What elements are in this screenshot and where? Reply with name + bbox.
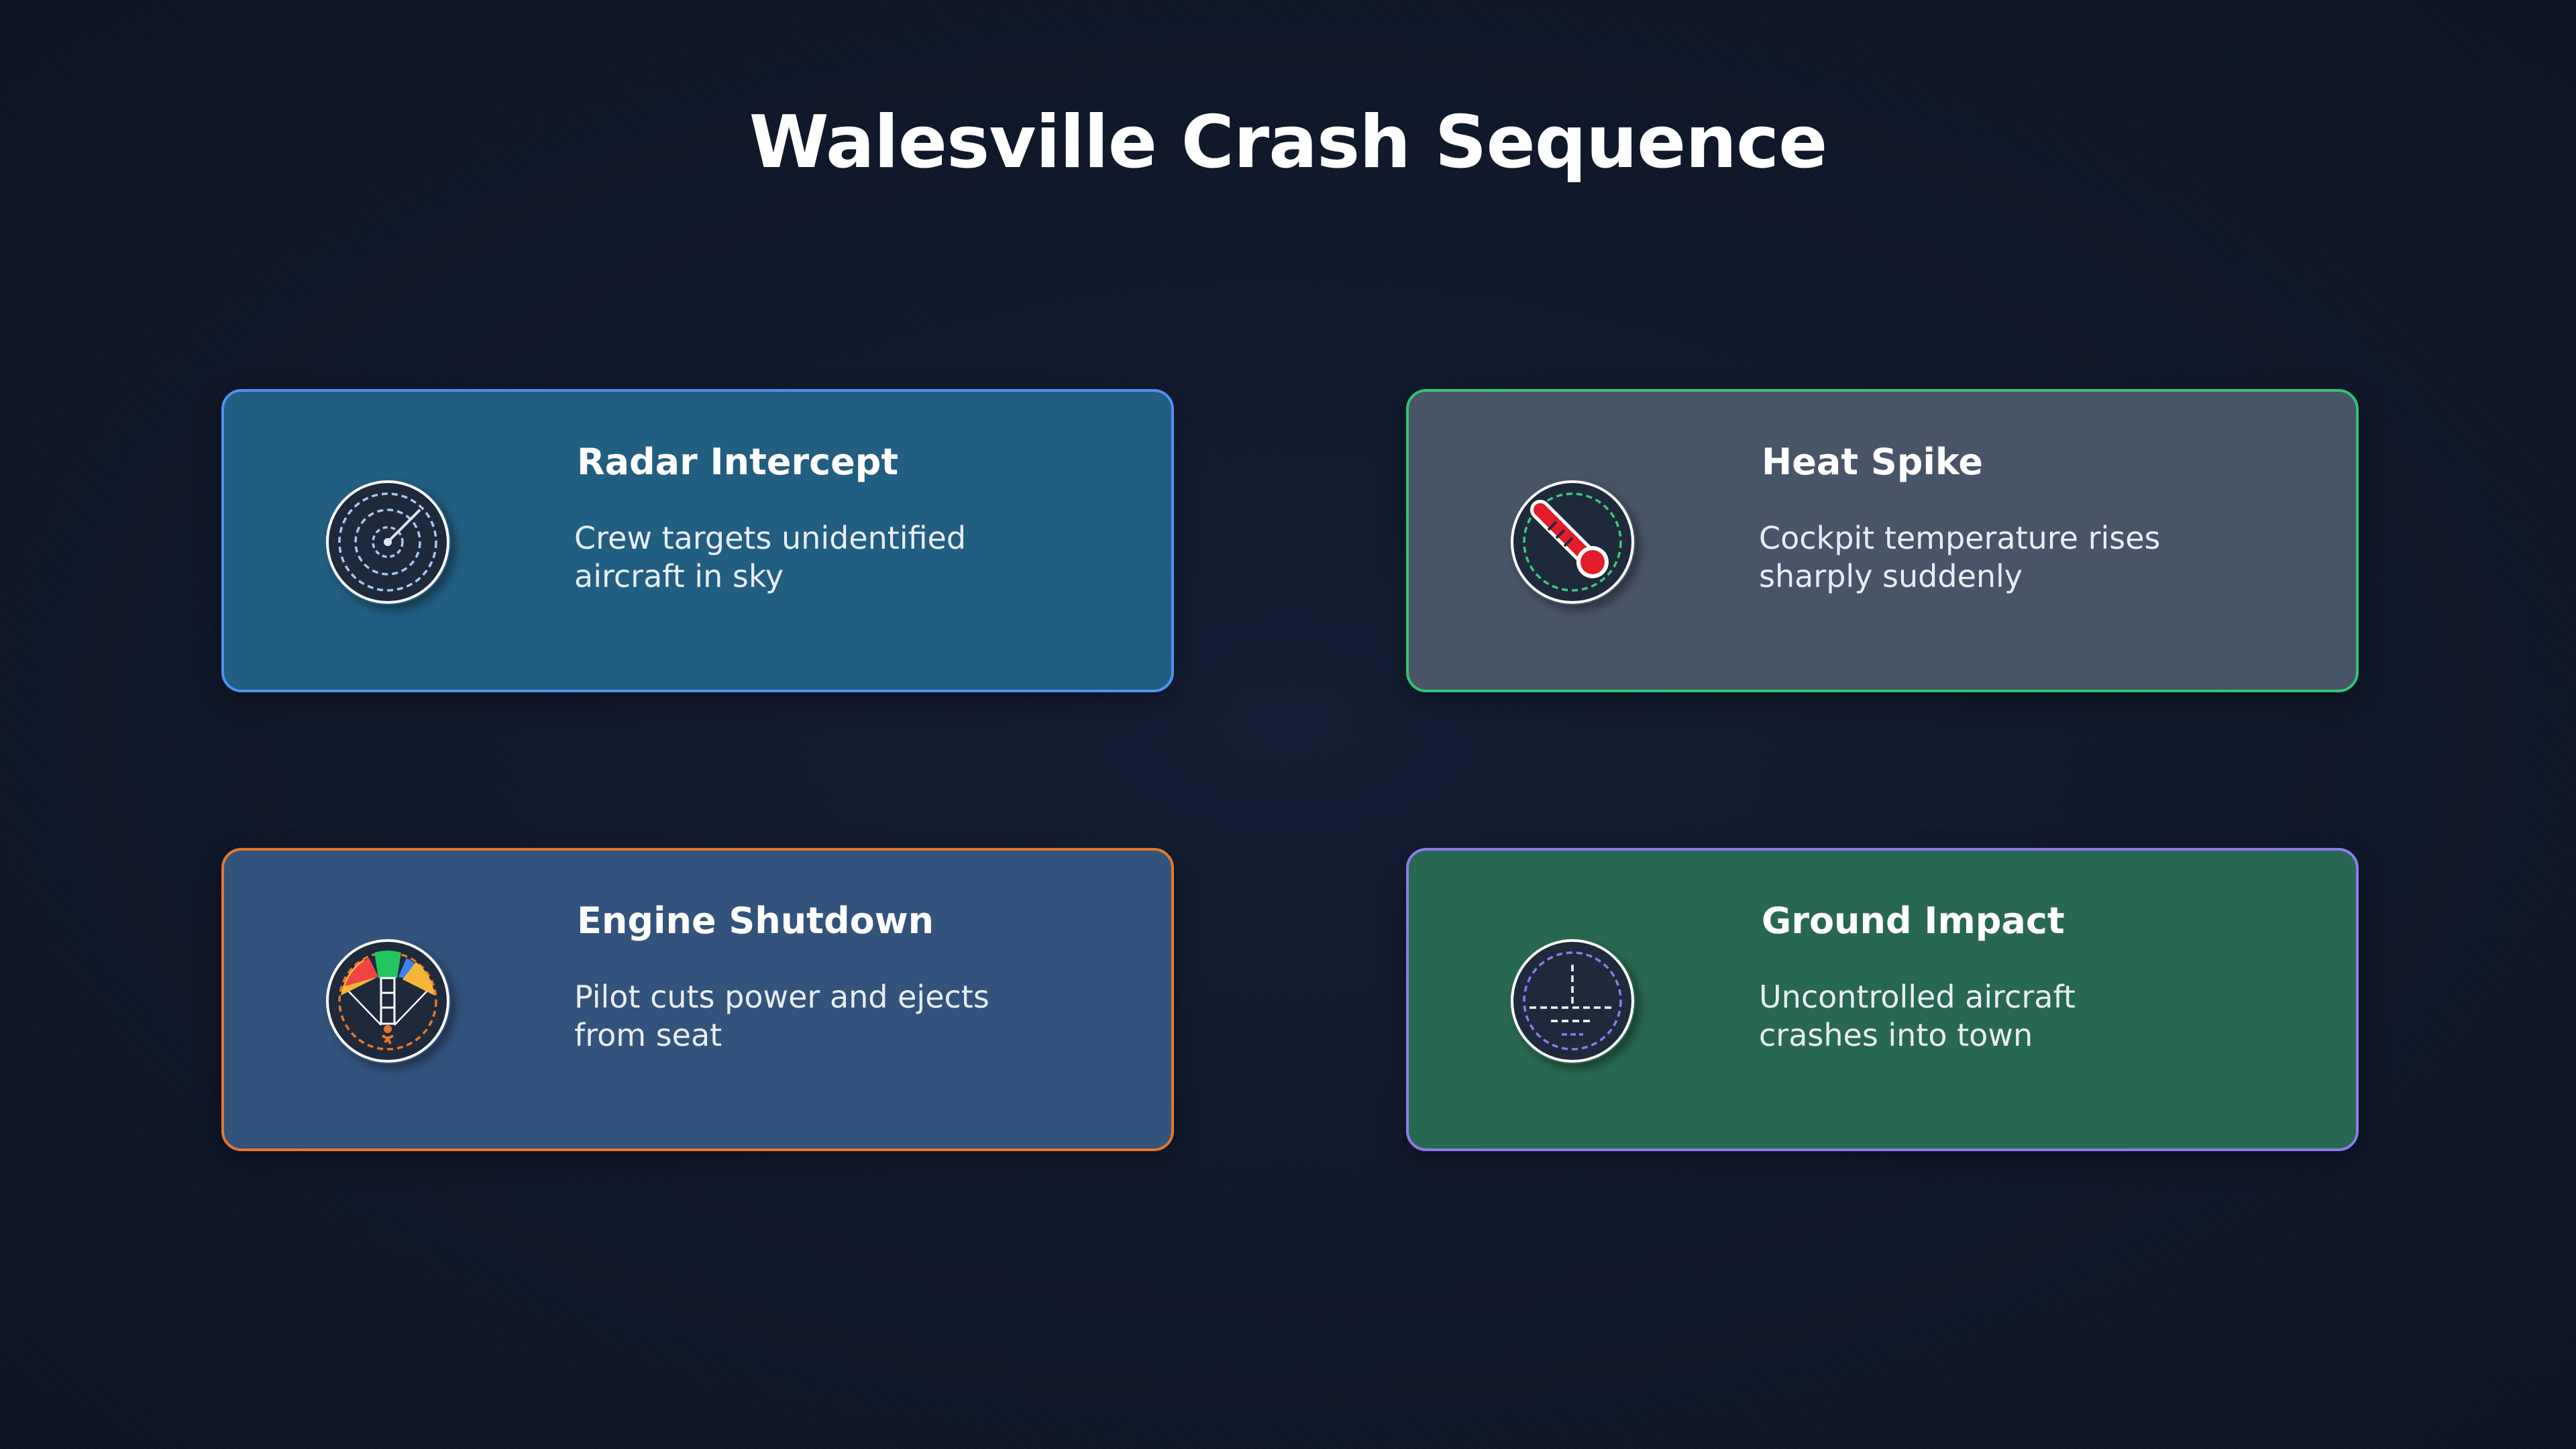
- parachute-icon: [325, 938, 451, 1064]
- card-title: Ground Impact: [1762, 900, 2065, 942]
- card-engine-shutdown: Engine Shutdown Pilot cuts power and eje…: [221, 848, 1174, 1151]
- card-title: Radar Intercept: [577, 441, 899, 483]
- card-ground-impact: Ground Impact Uncontrolled aircraft cras…: [1406, 848, 2359, 1151]
- impact-icon: [1509, 938, 1635, 1064]
- radar-icon: [325, 479, 451, 605]
- card-title: Engine Shutdown: [577, 900, 934, 942]
- card-description: Crew targets unidentified aircraft in sk…: [574, 520, 967, 594]
- card-description: Uncontrolled aircraft crashes into town: [1759, 979, 2076, 1053]
- card-radar-intercept: Radar Intercept Crew targets unidentifie…: [221, 389, 1174, 692]
- card-title: Heat Spike: [1762, 441, 1984, 483]
- thermometer-icon: [1509, 479, 1635, 605]
- card-heat-spike: Heat Spike Cockpit temperature rises sha…: [1406, 389, 2359, 692]
- page-title: Walesville Crash Sequence: [749, 101, 1828, 184]
- card-description: Pilot cuts power and ejects from seat: [574, 979, 989, 1053]
- card-description: Cockpit temperature rises sharply sudden…: [1759, 520, 2161, 594]
